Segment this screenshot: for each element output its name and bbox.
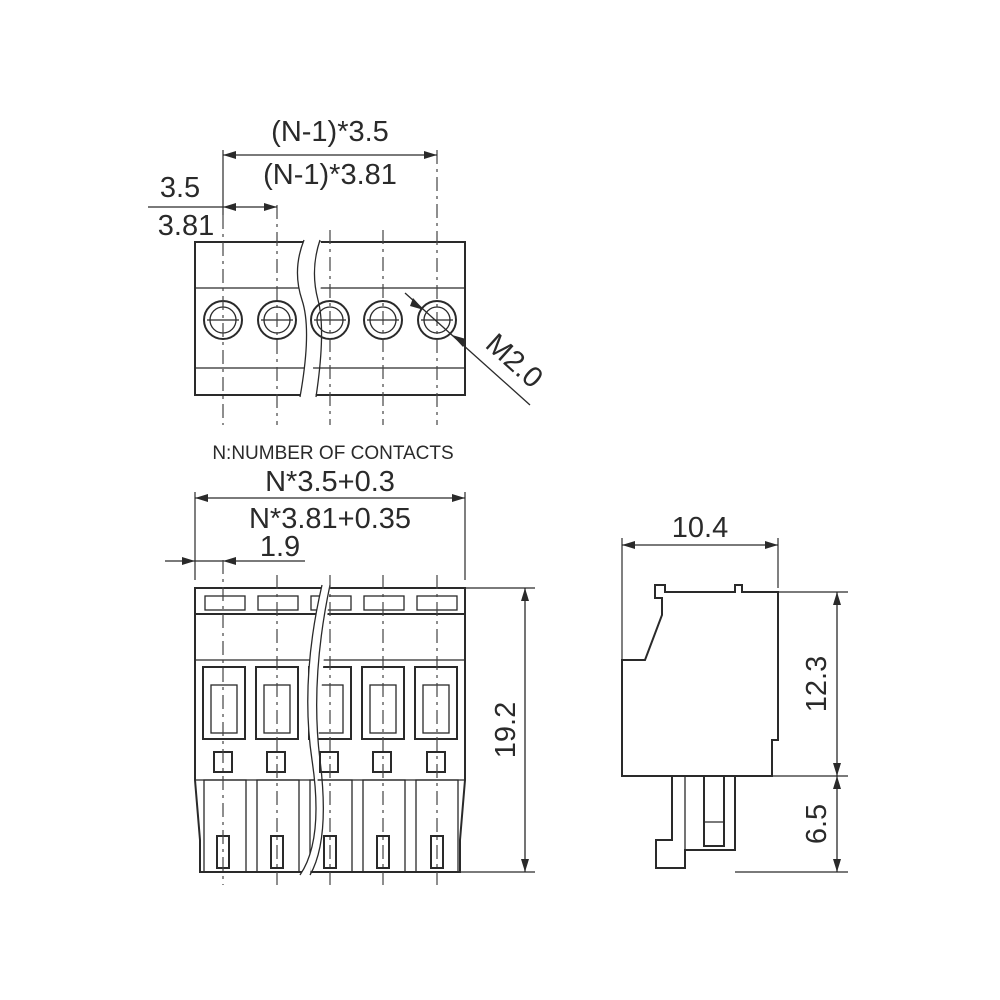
side-body-outline xyxy=(621,584,779,777)
pin-height-label: 6.5 xyxy=(801,804,833,844)
body-height-label: 12.3 xyxy=(801,656,833,712)
height-label: 19.2 xyxy=(490,702,522,758)
pitch-label-b: 3.81 xyxy=(158,210,214,242)
top-view-break-line-right xyxy=(313,239,323,398)
front-break-gap xyxy=(300,585,330,875)
arrowhead xyxy=(622,541,635,549)
top-view-break-line-left xyxy=(296,239,308,398)
pitch-span-label-b: (N-1)*3.81 xyxy=(263,159,397,191)
arrowhead xyxy=(521,859,529,872)
arrowhead xyxy=(452,335,466,347)
arrowhead xyxy=(424,151,437,159)
screw-size-leader xyxy=(404,292,531,406)
width-label-a: N*3.5+0.3 xyxy=(265,466,395,498)
pin-section xyxy=(256,779,300,873)
screw-size-label: M2.0 xyxy=(479,328,548,395)
front-break-line-right xyxy=(309,584,331,876)
pin xyxy=(430,835,444,869)
top-view: (N-1)*3.5 (N-1)*3.81 3.5 3.81 M2.0 xyxy=(148,116,549,425)
arrowhead xyxy=(223,151,236,159)
edge-offset-label: 1.9 xyxy=(260,531,300,563)
pitch-span-label-a: (N-1)*3.5 xyxy=(271,116,389,148)
side-view: 10.4 12.3 6.5 xyxy=(621,512,848,873)
pin-section xyxy=(309,779,353,873)
contact-window xyxy=(266,751,286,773)
pitch-label-a: 3.5 xyxy=(160,172,200,204)
contact-window xyxy=(426,751,446,773)
front-break-line-left xyxy=(299,584,323,876)
arrowhead xyxy=(264,203,277,211)
pin xyxy=(323,835,337,869)
arrowhead xyxy=(833,859,841,872)
arrowhead xyxy=(410,298,424,310)
arrowhead xyxy=(833,763,841,776)
front-slot xyxy=(363,595,405,611)
pin xyxy=(376,835,390,869)
pin-section xyxy=(203,779,247,873)
arrowhead xyxy=(223,557,236,565)
side-pin-structure xyxy=(655,776,736,869)
front-slot xyxy=(257,595,299,611)
arrowhead xyxy=(833,592,841,605)
pin-section xyxy=(362,779,406,873)
wire-entry-5 xyxy=(414,666,458,740)
front-slot xyxy=(310,595,352,611)
contact-window xyxy=(319,751,339,773)
depth-label: 10.4 xyxy=(672,512,728,544)
width-label-b: N*3.81+0.35 xyxy=(249,503,411,535)
arrowhead xyxy=(223,203,236,211)
front-slot xyxy=(204,595,246,611)
arrowhead xyxy=(521,588,529,601)
wire-entry-1 xyxy=(202,666,246,740)
contacts-note: N:NUMBER OF CONTACTS xyxy=(212,443,453,464)
arrowhead xyxy=(182,557,195,565)
contact-window xyxy=(372,751,392,773)
arrowhead xyxy=(833,776,841,789)
front-view: N*3.5+0.3 N*3.81+0.35 1.9 xyxy=(165,466,535,885)
side-pin xyxy=(703,775,725,847)
arrowhead xyxy=(195,494,208,502)
arrowhead xyxy=(765,541,778,549)
arrowhead xyxy=(452,494,465,502)
pin xyxy=(270,835,284,869)
